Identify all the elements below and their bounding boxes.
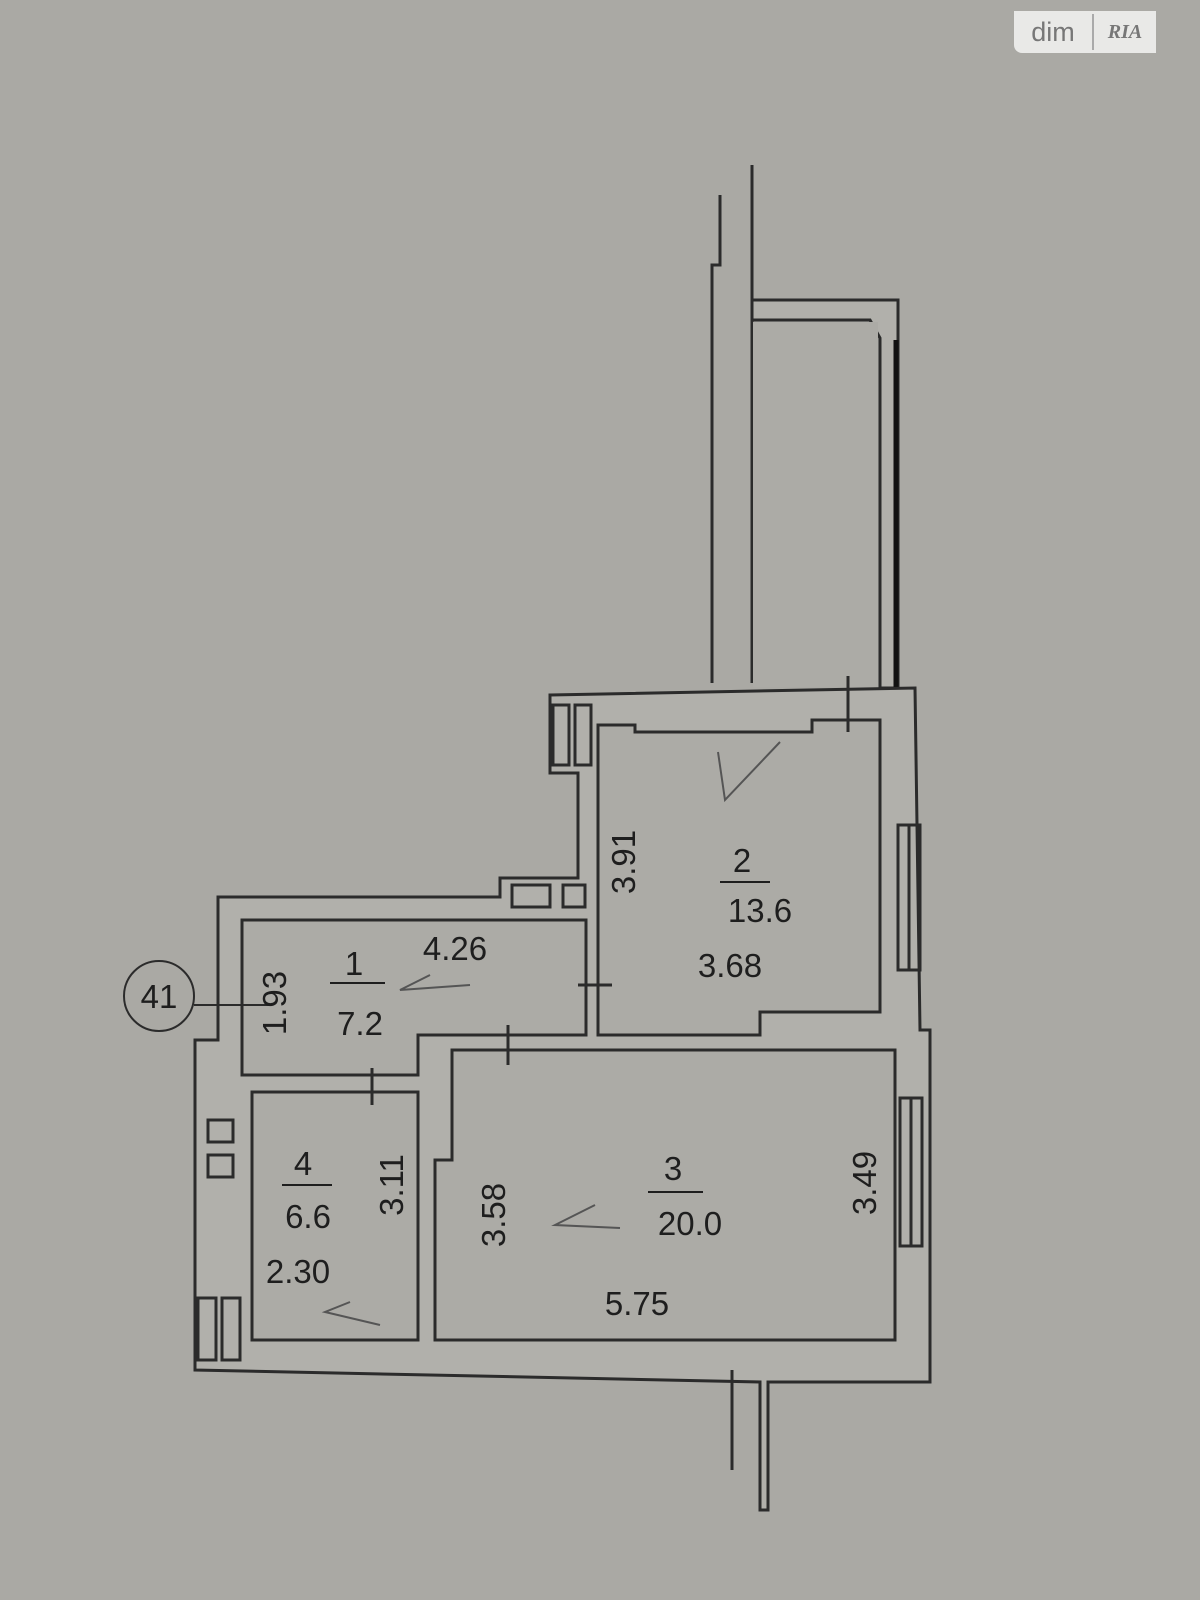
dimension: 4.26	[423, 930, 487, 967]
windows	[896, 823, 924, 1248]
dimension: 3.11	[373, 1154, 410, 1216]
logo-dim: dim	[1014, 14, 1094, 50]
dimension: 3.49	[846, 1151, 883, 1215]
room-number: 3	[664, 1150, 682, 1187]
room-number: 4	[294, 1145, 312, 1182]
room-area: 13.6	[728, 892, 792, 929]
balcony	[753, 322, 878, 687]
axis-marker-label: 41	[141, 978, 178, 1015]
axis-marker-circle	[123, 960, 195, 1032]
dimension: 3.68	[698, 947, 762, 984]
logo-ria: RIA	[1107, 20, 1143, 43]
room-1	[240, 918, 588, 1077]
room-2-labels: 2 13.6 3.68 3.91	[605, 741, 792, 984]
wall-line	[710, 195, 722, 683]
room-area: 7.2	[337, 1005, 383, 1042]
room-4	[250, 1090, 420, 1342]
room-2	[596, 718, 882, 1037]
room-area: 6.6	[285, 1198, 331, 1235]
dimria-logo[interactable]: dim RIA	[1014, 11, 1156, 53]
ventilation-ducts	[196, 703, 593, 1362]
dimension: 3.91	[605, 830, 642, 894]
room-4-labels: 4 6.6 2.30 3.11	[266, 1145, 410, 1326]
doors	[370, 676, 850, 1105]
room-number: 1	[345, 945, 363, 982]
room-area: 20.0	[658, 1205, 722, 1242]
room-3	[433, 1048, 897, 1342]
dimension: 1.93	[256, 971, 293, 1035]
room-number: 2	[733, 842, 751, 879]
dimension: 3.58	[475, 1183, 512, 1247]
dimension: 2.30	[266, 1253, 330, 1290]
room-1-labels: 1 7.2 4.26 1.93	[256, 930, 487, 1042]
room-3-labels: 3 20.0 5.75 3.58 3.49	[475, 1150, 883, 1322]
dimension: 5.75	[605, 1285, 669, 1322]
